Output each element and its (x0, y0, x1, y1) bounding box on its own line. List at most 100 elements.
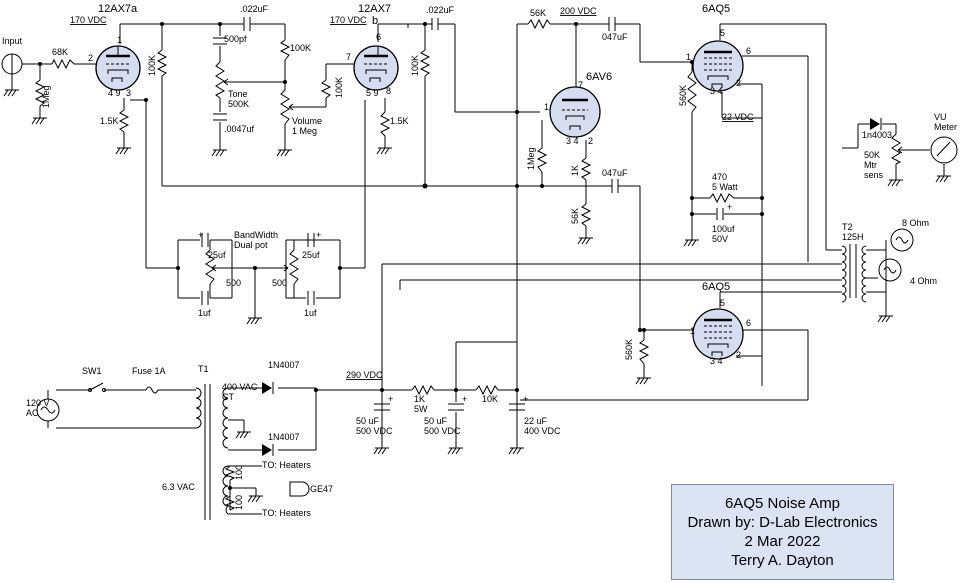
diode-icons (262, 118, 882, 497)
label-tube-6av6: 6AV6 (586, 71, 612, 83)
label-1k-6av6: 1K (570, 165, 580, 176)
label-200vdc: 200 VDC (560, 6, 597, 16)
label-sw1: SW1 (82, 366, 102, 376)
speaker-8ohm-icon (890, 228, 914, 252)
label-560k-top: 560K (678, 85, 688, 106)
label-1uf-r: 1uf (304, 308, 317, 318)
pin-aq5-top-1: 1 (686, 52, 691, 62)
wires (11, 23, 945, 515)
transformer-t2 (841, 244, 867, 303)
label-t1: T1 (198, 364, 209, 374)
svg-text:+: + (523, 394, 528, 404)
label-56k-mid: 56K (570, 208, 580, 224)
label-1n4007-b: 1N4007 (268, 432, 300, 442)
label-100k-c: 100K (334, 77, 344, 98)
pin-v2-bottom: 5 9 (366, 88, 379, 98)
label-line: Mtr (864, 160, 877, 170)
tube-6aq5-bottom (692, 308, 744, 360)
resistors (34, 18, 906, 511)
label-tube-12ax7a: 12AX7a (98, 3, 138, 15)
label-047-mid: 047uF (602, 168, 628, 178)
pin-aq5-bot-2: 2 (736, 350, 741, 360)
label-560k-bot: 560K (624, 339, 634, 360)
pin-aq5-bot-5: 5 (720, 298, 725, 308)
pin-aq5-top-5: 5 (720, 28, 725, 38)
label-100-b: 100 (234, 495, 244, 510)
label-1meg-6av6: 1Meg (526, 147, 536, 170)
svg-text:+: + (316, 230, 321, 240)
label-1-5k-a: 1.5K (100, 116, 119, 126)
label-25uf-r: 25uf (302, 250, 320, 260)
pin-v2-cathode: 8 (386, 86, 391, 96)
svg-text:+: + (198, 230, 203, 240)
label-ge47: GE47 (310, 484, 333, 494)
pin-6av6-bottom: 3 4 (566, 136, 579, 146)
label-line: 5W (414, 404, 428, 414)
label-heaters-a: TO: Heaters (262, 460, 311, 470)
pin-6av6-plate: 7 (578, 80, 583, 90)
pin-aq5-top-2: 2 (736, 78, 741, 88)
pin-v2-b: b (372, 15, 378, 27)
label-100k-d: 100K (410, 55, 420, 76)
title-line-3: 2 Mar 2022 (744, 533, 821, 550)
label-1meg-in: 1Meg (41, 85, 51, 108)
pin-aq5-bot-34: 3 4 (710, 356, 723, 366)
tube-12ax7 (353, 45, 399, 91)
label-fuse: Fuse 1A (132, 366, 166, 376)
title-line-4: Terry A. Dayton (731, 552, 834, 569)
label-1n4003: 1n4003 (862, 130, 892, 140)
label-line: 500 VDC (424, 426, 461, 436)
junction-dots (38, 22, 764, 490)
label-1uf-l: 1uf (198, 308, 211, 318)
label-line: 5 Watt (712, 182, 738, 192)
label-line: Dual pot (234, 240, 268, 250)
fuse-icon (145, 386, 159, 394)
label-line: 1 Meg (292, 126, 317, 136)
svg-text:+: + (388, 394, 393, 404)
label-68k: 68K (52, 47, 68, 57)
tube-6av6 (549, 86, 601, 138)
label-170vdc-a: 170 VDC (70, 15, 107, 25)
ac-source-icon (36, 390, 60, 428)
ground-symbols (3, 89, 951, 503)
label-line: Meter (934, 122, 957, 132)
label-4ohm: 4 Ohm (910, 276, 937, 286)
label-line: 50V (712, 234, 728, 244)
pin-aq5-bot-1: 1 (690, 326, 695, 336)
capacitors: ++ +++ + (198, 17, 732, 411)
label-input: Input (2, 36, 23, 46)
title-line-2: Drawn by: D-Lab Electronics (687, 514, 878, 531)
pin-v1-plate: 1 (117, 35, 122, 45)
label-022-a: .022uF (240, 4, 269, 14)
input-jack-icon (1, 53, 23, 75)
label-line: 125H (842, 232, 864, 242)
label-1-5k-b: 1.5K (390, 116, 409, 126)
component-labels: Input 68K 1Meg 12AX7a 170 VDC 1 2 4 9 3 … (2, 3, 957, 518)
label-56k-top: 56K (530, 8, 546, 18)
label-22vdc: 22 VDC (722, 112, 754, 122)
pin-aq5-top-34: 3 4 (710, 86, 723, 96)
label-line: 500 VDC (356, 426, 393, 436)
pin-v1-grid: 2 (88, 53, 93, 63)
label-290vdc: 290 VDC (346, 370, 383, 380)
label-tube-6aq5-top: 6AQ5 (702, 3, 730, 15)
tube-12ax7a (95, 45, 141, 91)
label-500pf: 500pf (224, 34, 247, 44)
transformer-t1 (195, 384, 230, 520)
label-line: 500K (228, 99, 249, 109)
pin-6av6-grid: 1 (544, 102, 549, 112)
label-line: CT (222, 392, 234, 402)
label-6-3vac: 6.3 VAC (162, 482, 195, 492)
